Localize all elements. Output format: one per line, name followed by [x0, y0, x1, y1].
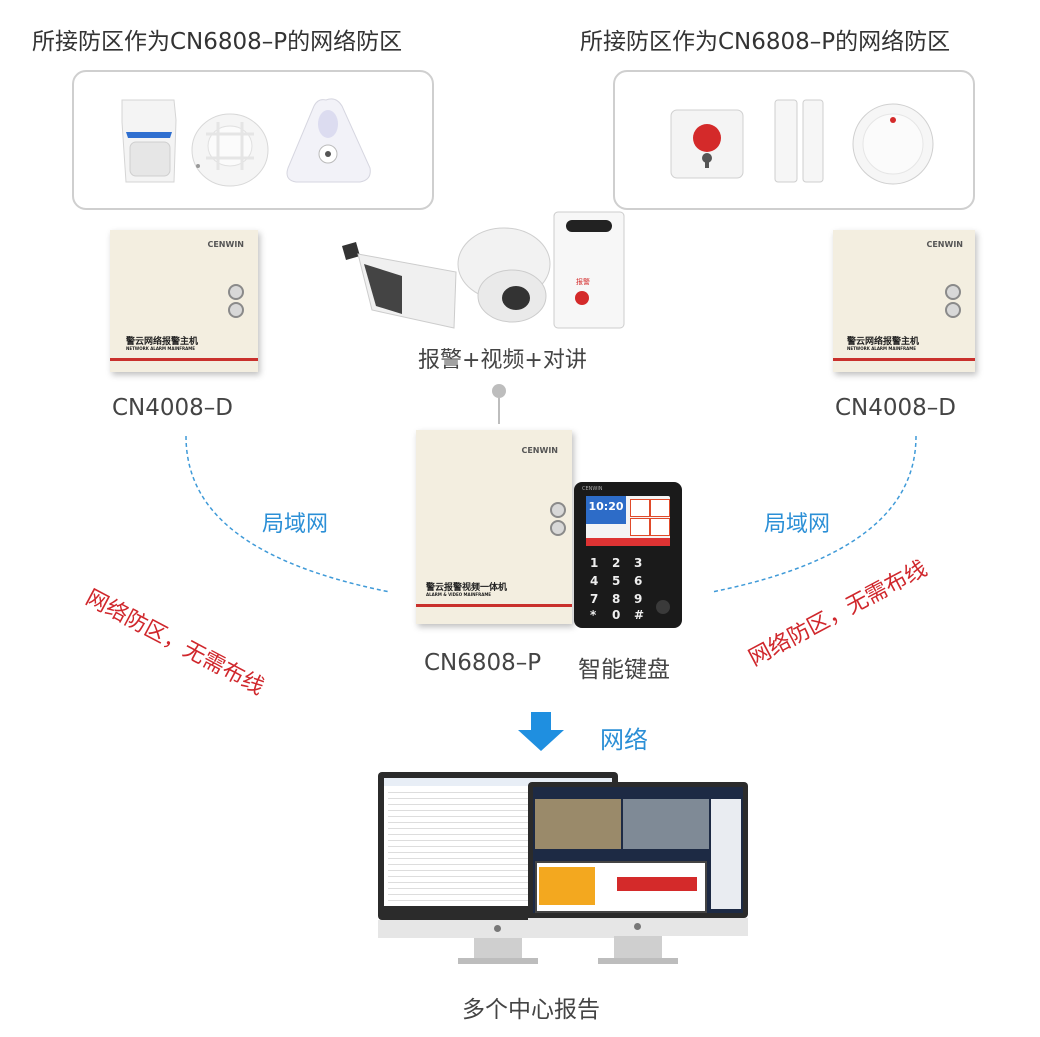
video-tile	[535, 799, 621, 849]
monitor-stand	[614, 936, 662, 958]
monitor-base	[598, 958, 678, 964]
lan-label-right: 局域网	[764, 506, 830, 538]
zone-map	[535, 861, 707, 913]
network-arrow-icon	[518, 712, 564, 751]
zone-bar	[617, 877, 697, 891]
video-tile	[623, 799, 709, 849]
network-label: 网络	[600, 720, 648, 755]
monitor-stand	[474, 938, 522, 958]
power-icon	[494, 925, 501, 932]
alarm-tile	[539, 867, 595, 905]
monitor-base	[458, 958, 538, 964]
lan-label-left: 局域网	[262, 506, 328, 538]
center-report-label: 多个中心报告	[462, 990, 600, 1024]
monitor-frame	[528, 782, 748, 918]
monitor-screen	[533, 787, 743, 913]
power-icon	[634, 923, 641, 930]
monitor-right	[528, 782, 748, 968]
event-panel	[711, 799, 741, 909]
